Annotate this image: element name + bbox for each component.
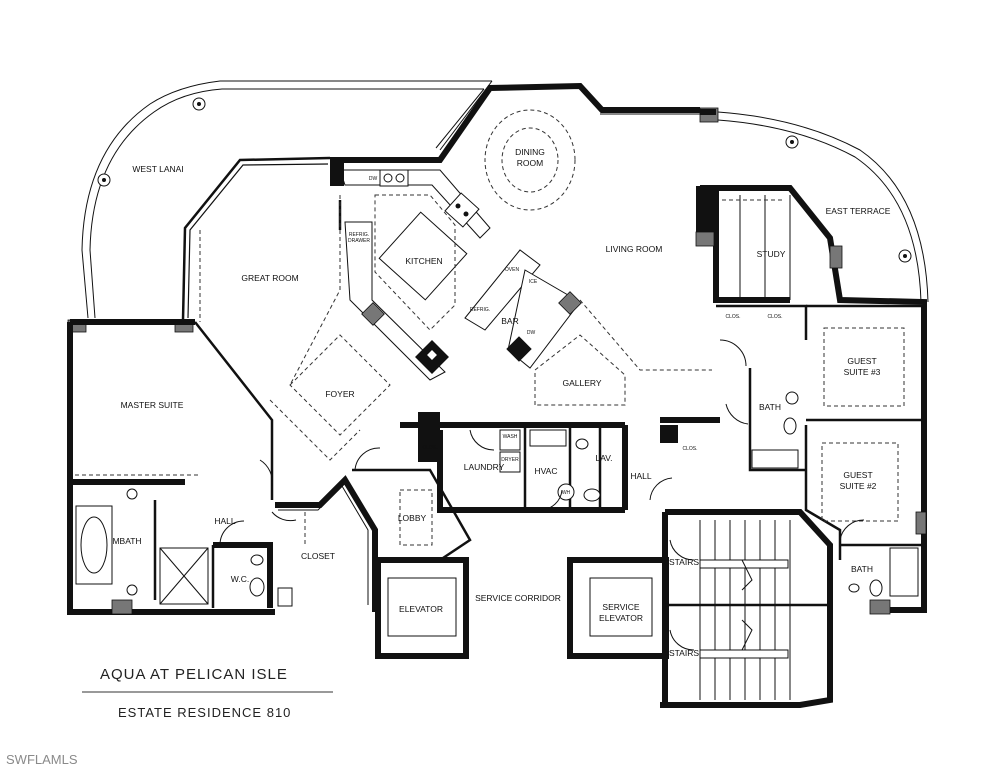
- label-oven: OVEN: [505, 267, 520, 273]
- label-refrig-kitchen-2: DRAWER: [348, 238, 370, 244]
- label-clos-1: CLOS.: [422, 445, 437, 451]
- east-terrace-area: [699, 107, 929, 303]
- label-master-suite: MASTER SUITE: [121, 400, 184, 410]
- label-dining-2: ROOM: [517, 158, 543, 168]
- exterior-walls: [67, 82, 927, 708]
- label-service-corridor: SERVICE CORRIDOR: [475, 593, 561, 603]
- label-guest-suite-2-2: SUITE #2: [840, 481, 877, 491]
- label-stairs-upper: STAIRS: [669, 557, 699, 567]
- label-laundry: LAUNDRY: [464, 462, 505, 472]
- label-closet: CLOSET: [301, 551, 335, 561]
- label-guest-suite-2-1: GUEST: [843, 470, 872, 480]
- label-bath-lower: BATH: [851, 564, 873, 574]
- watermark: SWFLAMLS: [6, 752, 78, 767]
- label-living-room: LIVING ROOM: [606, 244, 663, 254]
- label-great-room: GREAT ROOM: [241, 273, 298, 283]
- label-clos-2: CLOS.: [682, 446, 697, 452]
- fixture-labels: OVEN REFRIG. DW ICE REFRIG. DRAWER DW WA…: [348, 176, 571, 496]
- label-hall-master: HALL: [214, 516, 236, 526]
- label-guest-suite-3-1: GUEST: [847, 356, 876, 366]
- label-study: STUDY: [757, 249, 786, 259]
- label-service-elevator-1: SERVICE: [602, 602, 639, 612]
- label-gallery: GALLERY: [562, 378, 601, 388]
- label-dw-kitchen: DW: [369, 176, 378, 182]
- label-foyer: FOYER: [325, 389, 354, 399]
- label-hvac: HVAC: [535, 466, 558, 476]
- label-service-elevator-2: ELEVATOR: [599, 613, 643, 623]
- label-refrig-bar: REFRIG.: [470, 307, 490, 313]
- title-block: AQUA AT PELICAN ISLE ESTATE RESIDENCE 81…: [82, 666, 333, 720]
- label-wc: W.C.: [231, 574, 249, 584]
- label-refrig-kitchen-1: REFRIG.: [349, 232, 369, 238]
- label-stairs-lower: STAIRS: [669, 648, 699, 658]
- label-mbath: MBATH: [112, 536, 141, 546]
- label-clos-3: CLOS.: [725, 314, 740, 320]
- project-title: AQUA AT PELICAN ISLE: [100, 666, 288, 683]
- label-west-lanai: WEST LANAI: [132, 164, 183, 174]
- label-bar: BAR: [501, 316, 518, 326]
- label-clos-4: CLOS.: [767, 314, 782, 320]
- label-lobby: LOBBY: [398, 513, 427, 523]
- label-ice: ICE: [529, 279, 538, 285]
- unit-title: ESTATE RESIDENCE 810: [118, 705, 291, 720]
- label-lav: LAV.: [595, 453, 612, 463]
- label-east-terrace: EAST TERRACE: [826, 206, 891, 216]
- room-labels: WEST LANAI DINING ROOM GREAT ROOM KITCHE…: [112, 147, 890, 658]
- label-kitchen: KITCHEN: [405, 256, 442, 266]
- label-dryer: DRYER: [501, 457, 519, 463]
- label-wh: WH: [562, 490, 571, 496]
- label-elevator: ELEVATOR: [399, 604, 443, 614]
- fixtures: [75, 109, 927, 700]
- label-bath-upper: BATH: [759, 402, 781, 412]
- label-dw-bar: DW: [527, 330, 536, 336]
- label-dining-1: DINING: [515, 147, 545, 157]
- label-hall-center: HALL: [630, 471, 652, 481]
- label-guest-suite-3-2: SUITE #3: [844, 367, 881, 377]
- label-wash: WASH: [503, 434, 518, 440]
